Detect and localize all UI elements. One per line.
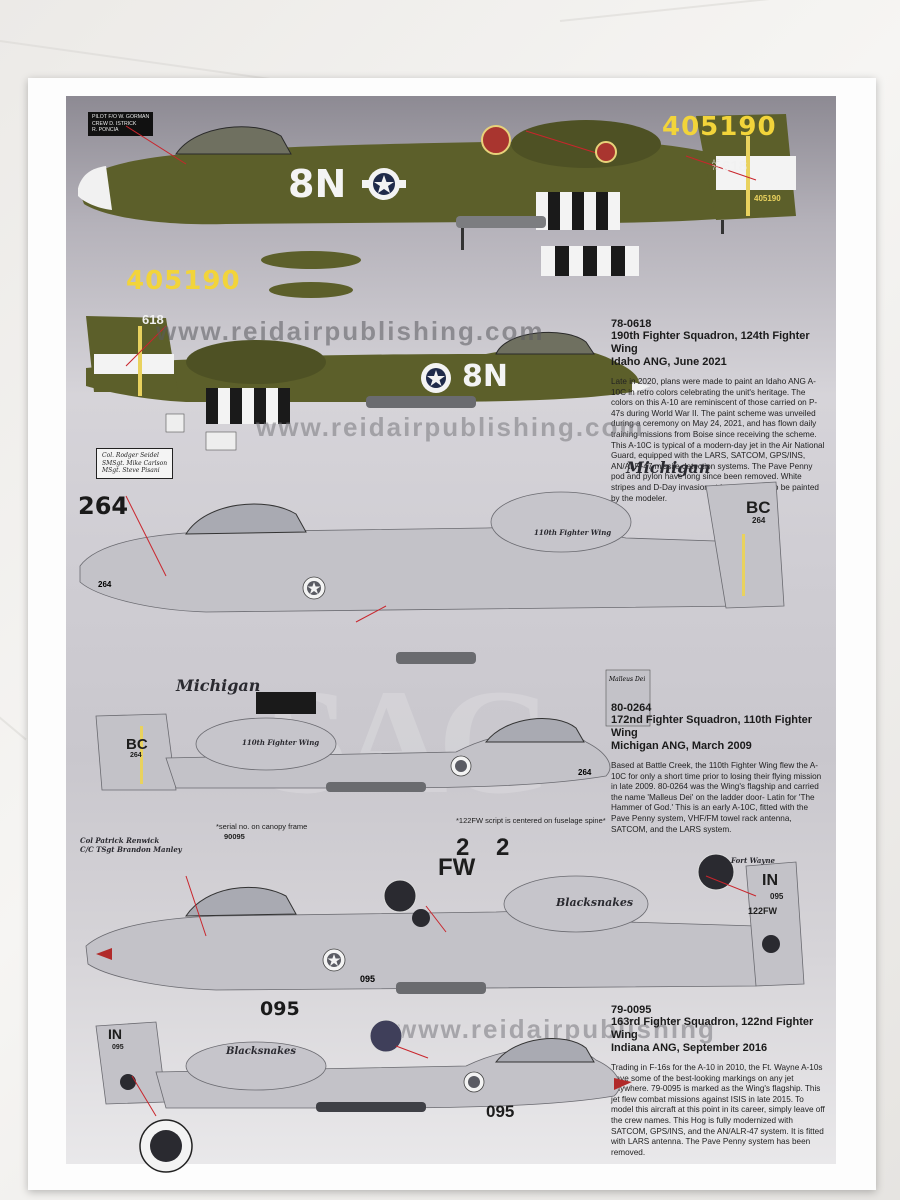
caption-unit: 172nd Fighter Squadron, 110th Fighter Wi… [611, 714, 813, 739]
spine-number-2b: 2 [496, 834, 510, 861]
engine-script-blacksnakes: Blacksnakes [556, 896, 634, 909]
crew-name-box-2: Col. Rodger Seidel SMSgt. Mike Carlson M… [96, 448, 174, 479]
tail-serial-small: 405190 [754, 194, 781, 203]
tail-code-in-left: IN [108, 1026, 122, 1042]
tail-number-095: 095 [770, 892, 784, 901]
caption-aircraft-3: 79-0095 163rd Fighter Squadron, 122nd Fi… [611, 1004, 826, 1158]
caption-location: Michigan ANG, March 2009 [611, 740, 752, 752]
state-script-michigan-left: Michigan [176, 676, 261, 695]
caption-location: Indiana ANG, September 2016 [611, 1042, 768, 1054]
tail-script-fort-wayne: Fort Wayne [731, 856, 776, 865]
gear-door-number-095-small: 095 [360, 974, 376, 984]
marble-vein [0, 700, 27, 741]
spine-script-note: *122FW script is centered on fuselage sp… [456, 816, 606, 825]
tail-vertical-122fw: 122FW [748, 906, 778, 916]
aircraft-1-right-profile [86, 316, 651, 451]
state-script-michigan: Michigan [626, 458, 711, 477]
canopy-serial-number: 90095 [224, 832, 245, 841]
caption-serial: 78-0618 [611, 318, 652, 330]
tail-code-in: IN [762, 872, 778, 889]
fuselage-code-8n: 8N [288, 162, 347, 206]
caption-unit: 190th Fighter Squadron, 124th Fighter Wi… [611, 330, 810, 355]
nose-number-small: 264 [98, 580, 112, 589]
spine-code-fw: FW [438, 854, 476, 881]
nose-number-264: 264 [78, 492, 129, 520]
caption-body: Based at Battle Creek, the 110th Fighter… [611, 761, 822, 834]
tail-number-264: 264 [752, 516, 766, 525]
gear-door-number-095: 095 [260, 998, 300, 1020]
tail-code-bc-left: BC [126, 736, 148, 753]
tail-number-618: 618 [722, 158, 748, 175]
aircraft-1-left-profile [78, 114, 796, 298]
aircraft-2-right-profile [95, 713, 611, 792]
crew-script-fw: Col Patrick Renwick C/C TSgt Brandon Man… [80, 836, 182, 854]
spine-number-2a: 2 [456, 834, 470, 861]
ladder-door-name: Malleus Dei [609, 676, 646, 683]
gear-door-number-095-left: 095 [486, 1102, 515, 1121]
decal-sheet-paper: SAG PILOT F/O W. GORMAN CREW D. ISTRICK … [28, 78, 876, 1190]
tail-code-bc: BC [746, 498, 771, 517]
nose-number-264-left: 264 [578, 768, 592, 777]
tail-serial-yellow-left: 405190 [126, 266, 241, 296]
marble-vein [559, 0, 899, 22]
aircraft-3-left-profile [85, 853, 805, 994]
fuselage-code-8n-left: 8N [462, 359, 508, 394]
crew-name-box-1: PILOT F/O W. GORMAN CREW D. ISTRICK R. P… [88, 112, 154, 136]
tail-serial-yellow: 405190 [662, 112, 777, 142]
aircraft-3-right-profile [95, 1019, 632, 1173]
engine-script-blacksnakes-left: Blacksnakes [226, 1046, 297, 1057]
decal-instruction-panel: SAG PILOT F/O W. GORMAN CREW D. ISTRICK … [66, 96, 836, 1173]
wing-script-110fw-left: 110th Fighter Wing [242, 738, 320, 747]
caption-serial: 79-0095 [611, 1004, 652, 1016]
watermark-url: www.reidairpublishing.com [156, 316, 545, 346]
tail-number-095-left: 095 [112, 1044, 124, 1051]
caption-unit: 163rd Fighter Squadron, 122nd Fighter Wi… [611, 1016, 814, 1041]
tail-number-264-left: 264 [130, 752, 142, 759]
watermark-url: www.reidairpublishing.com [256, 412, 645, 442]
aircraft-2-left-profile [79, 481, 785, 727]
caption-serial: 80-0264 [611, 702, 652, 714]
wing-script-110fw: 110th Fighter Wing [534, 528, 612, 537]
tail-number-618-left: 618 [142, 312, 164, 327]
caption-body: Trading in F-16s for the A-10 in 2010, t… [611, 1063, 825, 1157]
caption-location: Idaho ANG, June 2021 [611, 356, 727, 368]
caption-aircraft-2: 80-0264 172nd Fighter Squadron, 110th Fi… [611, 702, 826, 835]
canopy-serial-note: *serial no. on canopy frame [216, 822, 308, 831]
